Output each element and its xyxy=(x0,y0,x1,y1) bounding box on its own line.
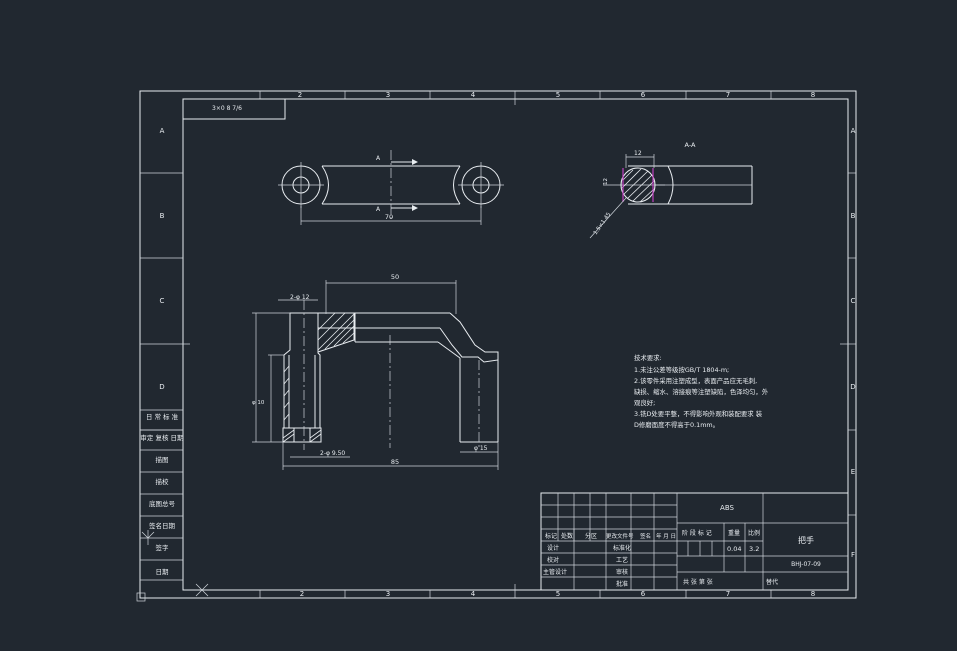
zone-number: 2 xyxy=(298,91,302,99)
material: ABS xyxy=(720,504,734,512)
front-hatch-top xyxy=(317,312,355,351)
note-line: 缺损、缩水、溶接痕等注塑缺陷，色泽均匀，外 xyxy=(634,387,769,396)
tb-row-label: 设计 xyxy=(547,544,559,552)
zone-number: 6 xyxy=(641,91,646,99)
zone-number: 6 xyxy=(641,590,646,598)
zone-number: 3 xyxy=(386,590,390,598)
top-view: A A 70 xyxy=(278,150,504,225)
zone-number: 7 xyxy=(726,590,730,598)
zone-letters: A B C D A B C D E F xyxy=(159,127,855,559)
zone-number: 7 xyxy=(726,91,730,99)
zone-ticks xyxy=(140,91,856,598)
strip-label: 日期 xyxy=(156,568,170,576)
weight-label: 重量 xyxy=(728,529,740,537)
section-title: A-A xyxy=(685,141,697,149)
zone-numbers: 2 3 4 5 6 7 8 2 3 4 5 6 7 8 xyxy=(298,91,815,598)
sheet-count: 共 张 第 张 xyxy=(683,578,713,586)
tb-row-label: 标准化 xyxy=(613,544,631,552)
front-hatch-left xyxy=(282,365,322,443)
note-line: D修磨面度不得高于0.1mm。 xyxy=(634,420,719,429)
tb-row-label: 批准 xyxy=(616,580,628,588)
dim-height: φ 10 xyxy=(252,400,265,406)
tb-header: 标记 xyxy=(545,532,557,540)
note-line: 观良好; xyxy=(634,398,655,407)
zone-letter: B xyxy=(851,212,856,220)
tb-header: 分区 xyxy=(585,532,597,540)
dim-total-85: 85 xyxy=(391,458,399,466)
notes-heading: 技术要求: xyxy=(634,353,662,362)
zone-letter: C xyxy=(851,297,856,305)
zone-number: 3 xyxy=(386,91,390,99)
scale-label: 比例 xyxy=(748,529,760,537)
zone-number: 2 xyxy=(300,590,304,598)
tb-header: 年 月 日 xyxy=(656,532,676,540)
section-a-label: A xyxy=(376,155,381,162)
section-a-label: A xyxy=(376,206,381,213)
dim-section-height: 12 xyxy=(603,178,609,185)
corner-tag-box xyxy=(182,98,286,120)
technical-notes: 技术要求: 1.未注公差等级按GB/T 1804-m; 2.该零件采用注塑成型，… xyxy=(634,353,769,429)
strip-label: 描校 xyxy=(156,477,170,486)
dim-base: 2-φ 9.50 xyxy=(320,450,345,457)
tb-row-label: 审核 xyxy=(616,568,628,576)
part-name: 把手 xyxy=(798,535,814,545)
zone-number: 4 xyxy=(471,91,476,99)
dim-hole: 2-φ 12 xyxy=(290,294,310,301)
zone-letter: C xyxy=(160,297,165,305)
tb-header: 更改文件号 xyxy=(606,532,634,540)
drawing-number: BHJ-07-09 xyxy=(791,561,821,568)
dim-section-angle: 1.5×1.45 xyxy=(593,211,613,236)
zone-letter: E xyxy=(851,468,855,476)
tb-row-label: 工艺 xyxy=(616,556,628,564)
zone-letter: F xyxy=(851,551,855,559)
section-view: A-A 12 12 1.5×1.45 xyxy=(589,141,753,239)
tb-row-label: 主管设计 xyxy=(543,568,567,576)
zone-number: 8 xyxy=(811,590,815,598)
zone-letter: A xyxy=(160,127,165,135)
dim-right: φ 15 xyxy=(474,445,488,452)
strip-label: 日 常 标 准 xyxy=(146,412,179,421)
note-line: 3.铣D处要平整，不得影响外观和装配要求 装 xyxy=(634,409,763,418)
zone-number: 5 xyxy=(556,91,560,99)
stage-label: 阶 段 标 记 xyxy=(682,529,712,537)
corner-tag: 3×0 8 7/6 xyxy=(212,105,242,112)
ucs-icon xyxy=(136,530,209,602)
title-block: 标记 处数 分区 更改文件号 签名 年 月 日 设计 标准化 校对 工艺 主管设… xyxy=(540,492,849,591)
inner-border xyxy=(182,98,849,591)
section-hatch xyxy=(621,168,655,203)
front-view: 50 2-φ 12 φ 10 85 2-φ 9.50 φ 15 xyxy=(252,273,499,470)
scale-value: 3.2 xyxy=(749,545,759,553)
zone-letter: D xyxy=(159,383,164,391)
replace-label: 替代 xyxy=(766,578,778,586)
strip-label: 签字 xyxy=(156,543,170,552)
dim-top-50: 50 xyxy=(391,273,399,281)
zone-number: 5 xyxy=(556,590,560,598)
dim-length-70: 70 xyxy=(385,213,393,221)
tb-row-label: 校对 xyxy=(547,556,559,564)
outer-border xyxy=(139,90,857,599)
left-strip: 日 常 标 准 审定 复核 日期 描图 描校 底图总号 签名日期 签字 日期 xyxy=(140,409,184,581)
strip-label: 描图 xyxy=(156,455,169,464)
note-line: 2.该零件采用注塑成型，表面产品应无毛刺, xyxy=(634,376,757,385)
zone-number: 4 xyxy=(471,590,476,598)
zone-letter: A xyxy=(851,127,856,135)
strip-label: 签名日期 xyxy=(149,521,176,530)
dim-section-width: 12 xyxy=(634,150,642,157)
weight-value: 0.04 xyxy=(727,545,741,553)
strip-label: 审定 复核 日期 xyxy=(140,433,184,442)
tb-header: 处数 xyxy=(561,532,573,540)
zone-letter: B xyxy=(160,212,165,220)
tb-header: 签名 xyxy=(640,532,651,540)
note-line: 1.未注公差等级按GB/T 1804-m; xyxy=(634,365,729,374)
zone-letter: D xyxy=(850,383,855,391)
zone-number: 8 xyxy=(811,91,815,99)
strip-label: 底图总号 xyxy=(149,499,176,508)
